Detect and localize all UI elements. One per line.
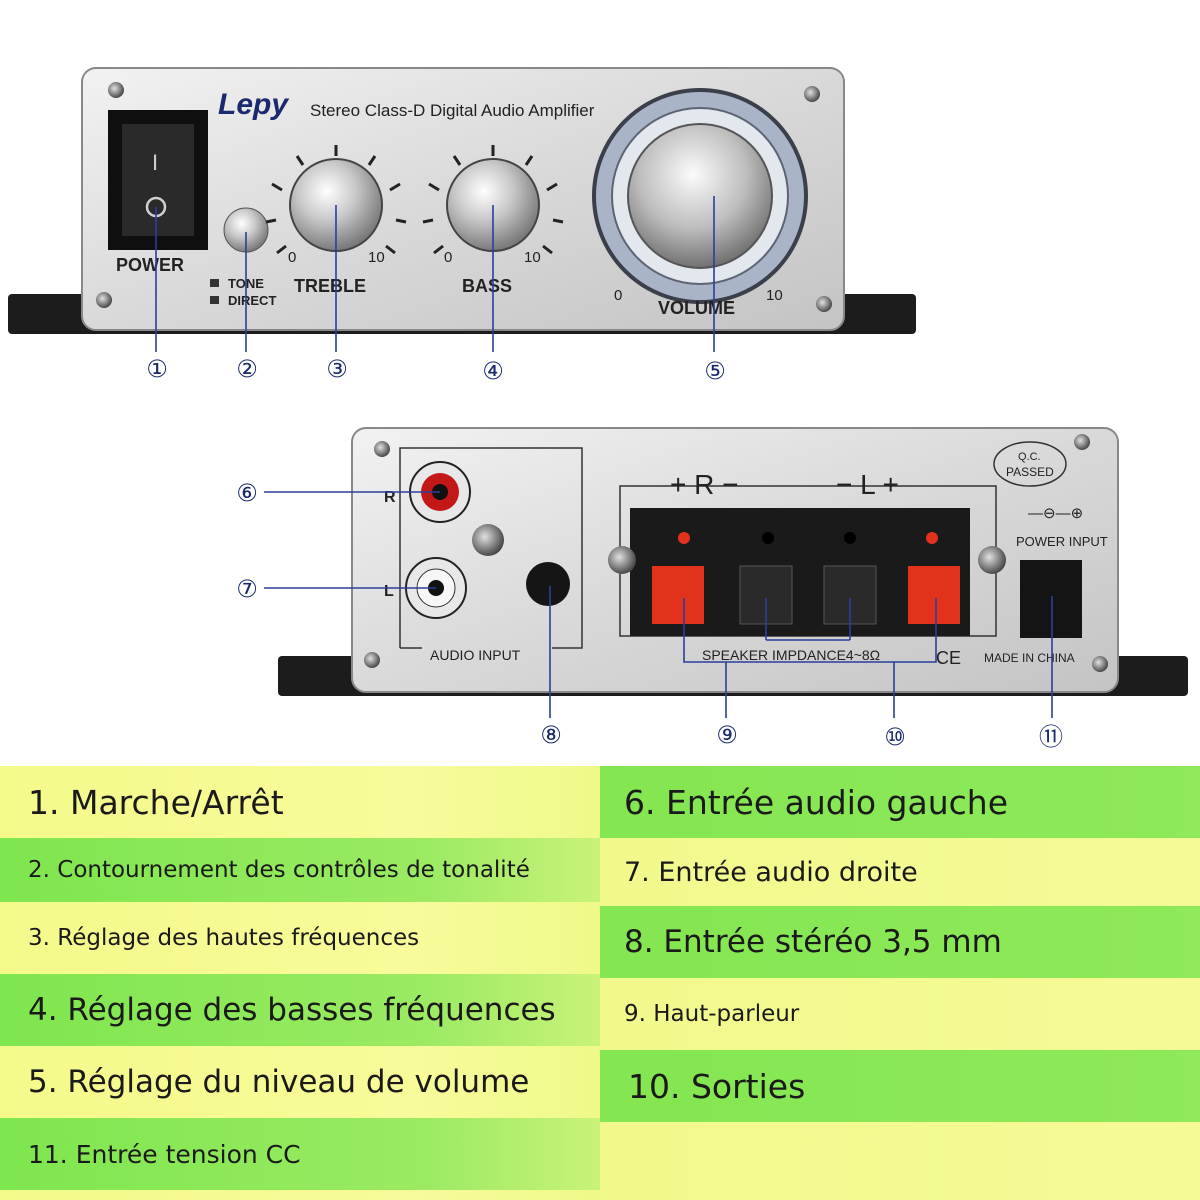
back-panel: AUDIO INPUT R L + R − − L + SPEAKER IMPD… — [278, 427, 1188, 696]
volume-label: VOLUME — [658, 298, 735, 318]
screw-icon — [1092, 656, 1108, 672]
made-in-label: MADE IN CHINA — [984, 651, 1075, 665]
audio-input-frame — [399, 447, 583, 649]
speaker-header-left: − L + — [836, 469, 899, 500]
legend-right-9: 9. Haut-parleur — [600, 978, 1200, 1050]
legend-left-11: 11. Entrée tension CC — [0, 1118, 600, 1190]
callout-2: ② — [236, 355, 258, 383]
direct-label: DIRECT — [228, 293, 276, 308]
ce-mark: CE — [936, 648, 961, 668]
tone-indicator-icon — [210, 279, 219, 287]
power-on-symbol: I — [152, 150, 158, 175]
legend-right-7: 7. Entrée audio droite — [600, 838, 1200, 906]
callout-5: ⑤ — [704, 357, 726, 385]
screw-icon — [978, 546, 1006, 574]
callout-3: ③ — [326, 355, 348, 383]
terminal-hole-icon — [762, 532, 774, 544]
callout-1: ① — [146, 355, 168, 383]
power-label: POWER — [116, 255, 184, 275]
front-panel: Lepy Stereo Class-D Digital Audio Amplif… — [8, 67, 916, 334]
legend-left-spacer — [0, 1190, 600, 1200]
treble-max: 10 — [368, 249, 385, 266]
dc-power-jack[interactable] — [1020, 560, 1082, 638]
legend-right-10: 10. Sorties — [600, 1050, 1200, 1122]
callout-4: ④ — [482, 357, 504, 385]
legend-left-3: 3. Réglage des hautes fréquences — [0, 902, 600, 974]
screw-icon — [472, 524, 504, 556]
model-text: Stereo Class-D Digital Audio Amplifier — [310, 101, 595, 120]
screw-icon — [804, 86, 820, 102]
speaker-terminal-r-plus[interactable] — [652, 566, 704, 624]
volume-knob[interactable] — [592, 88, 808, 304]
treble-min: 0 — [288, 249, 296, 266]
callout-7: ⑦ — [236, 575, 258, 603]
dc-polarity-symbol: —⊖—⊕ — [1028, 505, 1083, 522]
legend-right-8: 8. Entrée stéréo 3,5 mm — [600, 906, 1200, 978]
rca-l-label: L — [384, 583, 394, 600]
screw-icon — [96, 292, 112, 308]
rca-r-label: R — [384, 489, 396, 506]
qc-passed-stamp — [993, 441, 1067, 487]
legend-left-2: 2. Contournement des contrôles de tonali… — [0, 838, 600, 902]
qc-line1: Q.C. — [1018, 451, 1041, 463]
bass-label: BASS — [462, 276, 512, 296]
audio-input-label: AUDIO INPUT — [430, 647, 521, 663]
treble-label: TREBLE — [294, 276, 366, 296]
terminal-hole-icon — [678, 532, 690, 544]
screw-icon — [374, 441, 390, 457]
callout-11: ⑪ — [1039, 723, 1063, 751]
qc-line2: PASSED — [1006, 465, 1054, 479]
callout-8: ⑧ — [540, 721, 562, 749]
volume-knob-cap — [627, 123, 773, 269]
callout-10: ⑩ — [884, 723, 906, 751]
speaker-impedance-label: SPEAKER IMPDANCE4~8Ω — [702, 647, 880, 663]
bass-max: 10 — [524, 249, 541, 266]
back-leader-lines — [264, 491, 1053, 718]
brand-logo: Lepy — [218, 88, 289, 121]
callout-9: ⑨ — [716, 721, 738, 749]
power-rocker — [122, 124, 194, 236]
power-switch[interactable]: I — [108, 110, 208, 250]
screw-icon — [816, 296, 832, 312]
legend-right-6: 6. Entrée audio gauche — [600, 766, 1200, 838]
terminal-hole-icon — [844, 532, 856, 544]
volume-max: 10 — [766, 287, 783, 304]
terminal-hole-icon — [926, 532, 938, 544]
bass-min: 0 — [444, 249, 452, 266]
legend-table: 1. Marche/Arrêt 2. Contournement des con… — [0, 766, 1200, 1200]
speaker-terminal-l-plus[interactable] — [908, 566, 960, 624]
power-input-label: POWER INPUT — [1016, 534, 1108, 549]
speaker-header-right: + R − — [670, 469, 738, 500]
screw-icon — [608, 546, 636, 574]
front-leader-lines — [155, 196, 715, 352]
legend-left-5: 5. Réglage du niveau de volume — [0, 1046, 600, 1118]
screw-icon — [1074, 434, 1090, 450]
stereo-35mm-jack[interactable] — [526, 562, 570, 606]
volume-min: 0 — [614, 287, 622, 304]
diagram-svg: Lepy Stereo Class-D Digital Audio Amplif… — [8, 67, 1188, 718]
direct-indicator-icon — [210, 296, 219, 304]
legend-left-1: 1. Marche/Arrêt — [0, 766, 600, 838]
screw-icon — [108, 82, 124, 98]
callout-6: ⑥ — [236, 479, 258, 507]
legend-right-empty — [600, 1122, 1200, 1200]
screw-icon — [364, 652, 380, 668]
legend-left-4: 4. Réglage des basses fréquences — [0, 974, 600, 1046]
